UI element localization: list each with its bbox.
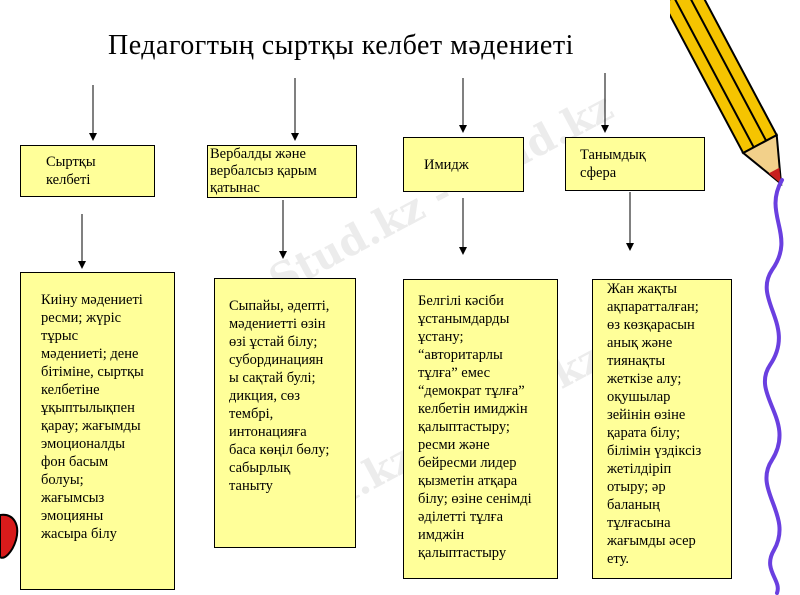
detail-text: Сыпайы, әдепті, мәдениетті өзін өзі ұста…	[229, 298, 330, 494]
header-box-verbal-communication: Вербалды және вербалсыз қарым қатынас	[207, 145, 357, 198]
header-box-image: Имидж	[403, 137, 524, 192]
detail-text: Киіну мәдениеті ресми; жүріс тұрыс мәден…	[41, 292, 144, 542]
detail-box-appearance: Киіну мәдениеті ресми; жүріс тұрыс мәден…	[20, 272, 175, 590]
header-label: Танымдық сфера	[580, 147, 646, 181]
detail-text: Белгілі кәсіби ұстанымдарды ұстану; “авт…	[418, 293, 532, 561]
squiggle-decoration-icon	[762, 178, 784, 595]
header-label: Имидж	[424, 156, 469, 173]
red-shape-decoration-icon	[0, 513, 19, 559]
page-title: Педагогтың сыртқы келбет мәдениеті	[108, 30, 574, 61]
pencil-icon	[670, 0, 783, 187]
header-box-appearance: Сыртқы келбеті	[20, 145, 155, 197]
header-label: Вербалды және вербалсыз қарым қатынас	[210, 146, 317, 196]
detail-text: Жан жақты ақпаратталған; өз көзқарасын а…	[607, 281, 702, 567]
detail-box-image: Белгілі кәсіби ұстанымдарды ұстану; “авт…	[403, 279, 558, 579]
detail-box-cognitive-sphere: Жан жақты ақпаратталған; өз көзқарасын а…	[592, 279, 732, 579]
detail-box-verbal-communication: Сыпайы, әдепті, мәдениетті өзін өзі ұста…	[214, 278, 356, 548]
header-box-cognitive-sphere: Танымдық сфера	[565, 137, 705, 191]
header-label: Сыртқы келбеті	[46, 154, 96, 188]
